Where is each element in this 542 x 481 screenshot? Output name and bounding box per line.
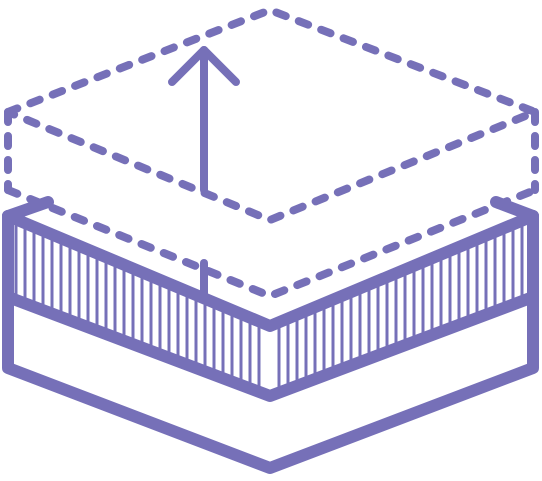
upward-arrow xyxy=(168,46,240,302)
dashed-raised-top-layer xyxy=(4,5,542,301)
solid-base-block xyxy=(2,196,539,474)
striped-middle-layer xyxy=(14,223,524,389)
